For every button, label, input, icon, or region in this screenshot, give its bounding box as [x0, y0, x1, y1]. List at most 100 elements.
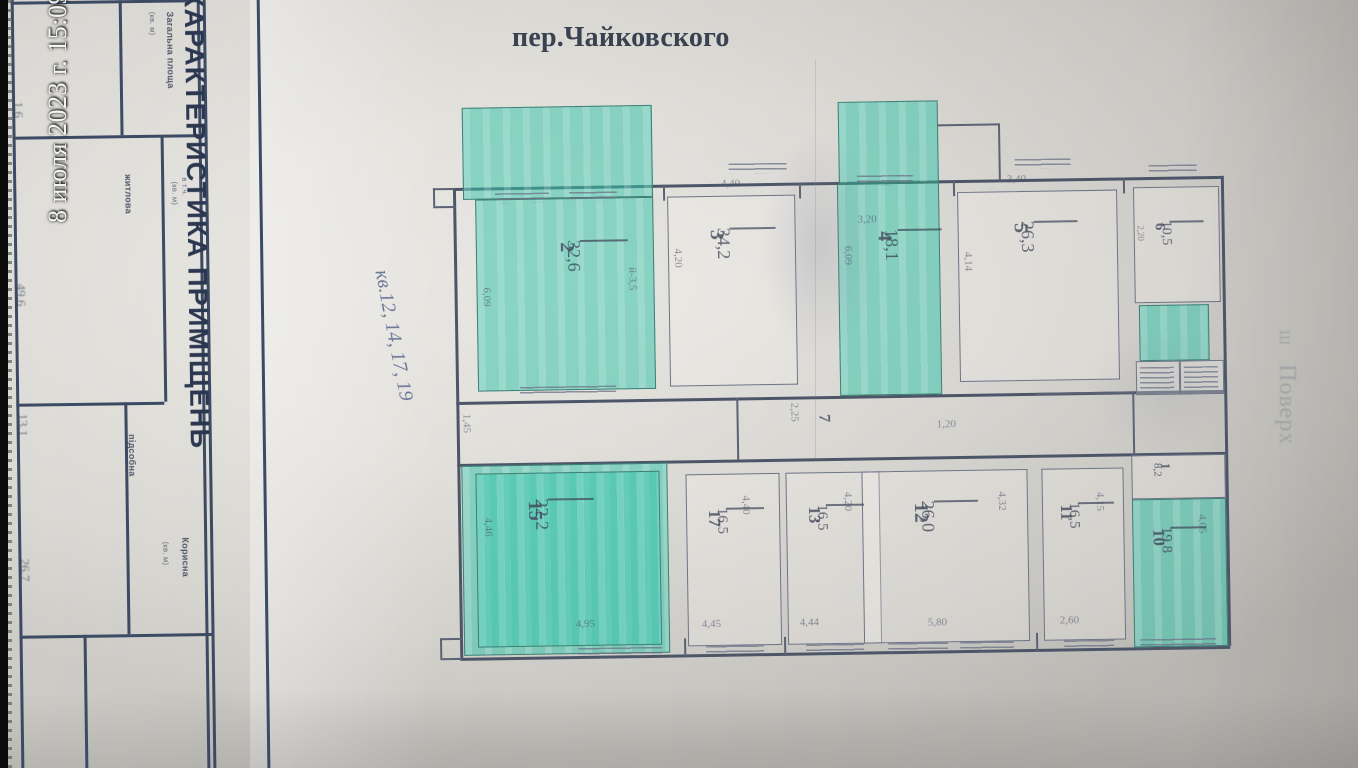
- room-5-dim-top: 3,40: [1006, 172, 1027, 186]
- room-13-dim-top: 4,20: [841, 491, 855, 512]
- wall-jog-left-edge2: [439, 638, 443, 659]
- wall-jog-left-top: [432, 187, 455, 191]
- room-15-dim-left: 4,46: [482, 517, 495, 537]
- column-header-total-area-unit: (кв. м): [147, 11, 158, 36]
- room-15-dim-bottom: 4,95: [575, 617, 596, 631]
- room-17-hatch: [706, 645, 765, 657]
- room-11-dim-bottom: 2,60: [1059, 614, 1080, 627]
- room-2-dim-left: 6,09: [480, 287, 493, 307]
- room-13-number: 13: [804, 506, 825, 524]
- column-header-auxiliary: підсобна: [126, 434, 138, 477]
- room-11-number: 11: [1056, 504, 1077, 521]
- room-3: [667, 194, 799, 387]
- table-divider-d: [83, 634, 89, 768]
- room-10: [1131, 497, 1229, 648]
- handwritten-value-3: 26,7: [17, 558, 33, 582]
- paper-crease: [815, 60, 816, 460]
- table-rule-3: [16, 401, 165, 407]
- room-17-dim-top: 4,40: [739, 495, 753, 515]
- camera-timestamp: 8 июля 2023 г. 15:09: [43, 0, 72, 224]
- table-rule-1: [10, 0, 197, 5]
- video-letterbox-strip: [0, 0, 8, 768]
- table-rule-2: [12, 134, 205, 140]
- room-wc-a-hatch: [1139, 366, 1175, 392]
- room-4: [836, 182, 943, 396]
- column-header-living: житлова: [123, 174, 134, 215]
- corridor-dim-1: 1,45: [460, 413, 473, 434]
- room-6-hatch: [1148, 164, 1197, 175]
- room-4-vestibule: [837, 100, 939, 184]
- room-15-hatch: [578, 646, 663, 659]
- door-stub-7: [1035, 632, 1039, 651]
- room-12-dim-right: 4,32: [995, 491, 1009, 511]
- floor-label: Ш Поверх: [1273, 330, 1300, 445]
- room-4-hatch: [856, 174, 913, 186]
- room-3-hatch: [728, 162, 787, 174]
- room-3-dim-left: 4,20: [671, 248, 685, 268]
- room-5-dim-left: 4,14: [961, 251, 975, 272]
- floor-word: Поверх: [1274, 364, 1300, 446]
- door-stub-1: [662, 184, 666, 201]
- floor-roman: Ш: [1276, 330, 1292, 347]
- room-10-dim-right: 4,05: [1196, 514, 1209, 534]
- room-15-number: 15: [523, 500, 547, 521]
- room-2-hatch-a: [495, 192, 550, 204]
- room-10-number: 10: [1149, 528, 1169, 547]
- room-2-dim-right: й-3,5: [626, 267, 639, 291]
- room-13-dim-bottom: 4,44: [799, 616, 820, 629]
- room-2-number: 2: [555, 242, 578, 253]
- room-service-top: [1138, 304, 1210, 362]
- room-4-balcony-wall: [937, 123, 999, 127]
- door-stub-4: [1122, 177, 1126, 194]
- street-label: пер.Чайковского: [512, 22, 730, 53]
- room-3-dim-top: 4,40: [720, 177, 741, 190]
- room-4-dim-top: 3,20: [857, 213, 877, 226]
- table-rule-4: [19, 633, 212, 639]
- room-6-dim-left: 2,20: [1135, 225, 1146, 242]
- table-divider-a: [118, 0, 124, 136]
- handwritten-value-4: 1,6: [11, 101, 27, 119]
- handwritten-value-2: 13,1: [15, 413, 31, 437]
- room-17: [685, 472, 783, 647]
- column-header-including-unit: (кв. м): [170, 181, 180, 206]
- door-stub-2: [798, 182, 802, 199]
- room-6-number: 6: [1151, 222, 1168, 231]
- door-stub-3: [952, 180, 956, 197]
- corridor-dim-3: 1,20: [936, 418, 957, 431]
- room-10-hatch: [1140, 638, 1217, 649]
- room-11-hatch: [1064, 639, 1115, 651]
- door-stub-6: [784, 636, 787, 655]
- floor-plan: 32,6 2 6,09 й-3,5 34,2 3 4,20 4,40 18,1 …: [432, 90, 1241, 672]
- room-12-dim-bottom: 5,80: [927, 616, 948, 629]
- column-header-useful: Корисна: [180, 537, 191, 578]
- room-12-hatch-a: [888, 642, 949, 654]
- wall-jog-left-bottom: [439, 637, 463, 641]
- room-wc-b-hatch: [1183, 366, 1219, 391]
- video-tick-marks: [8, 0, 12, 768]
- room-2-hatch-c: [520, 385, 617, 395]
- wall-jog-left-edge: [432, 188, 436, 207]
- room-1-area: 8,2: [1151, 462, 1164, 477]
- wall-jog-left-bottom2: [440, 657, 463, 661]
- room-11-dim-right: 4,15: [1093, 491, 1107, 512]
- room-13-hatch: [806, 643, 865, 655]
- room-4-balcony-wall-v: [997, 123, 1001, 180]
- room-1: [1131, 453, 1226, 500]
- room-5-number: 5: [1009, 222, 1032, 234]
- room-6: [1132, 185, 1221, 304]
- room-4-dim-left: 6,09: [841, 245, 855, 266]
- wall-jog-left-top2: [433, 205, 456, 209]
- door-stub-5: [684, 638, 687, 657]
- stair-wall-2: [1132, 391, 1136, 456]
- column-header-total-area: Загальна площа: [164, 11, 176, 89]
- table-divider-c: [160, 136, 168, 402]
- room-12-hatch-b: [960, 641, 1015, 653]
- corridor-divider: [736, 397, 740, 460]
- room-3-number: 3: [705, 229, 728, 241]
- room-5-hatch: [1014, 158, 1071, 170]
- room-2-vestibule: [461, 104, 654, 200]
- room-12-number: 12: [909, 502, 933, 523]
- room-7-number: 7: [815, 414, 833, 423]
